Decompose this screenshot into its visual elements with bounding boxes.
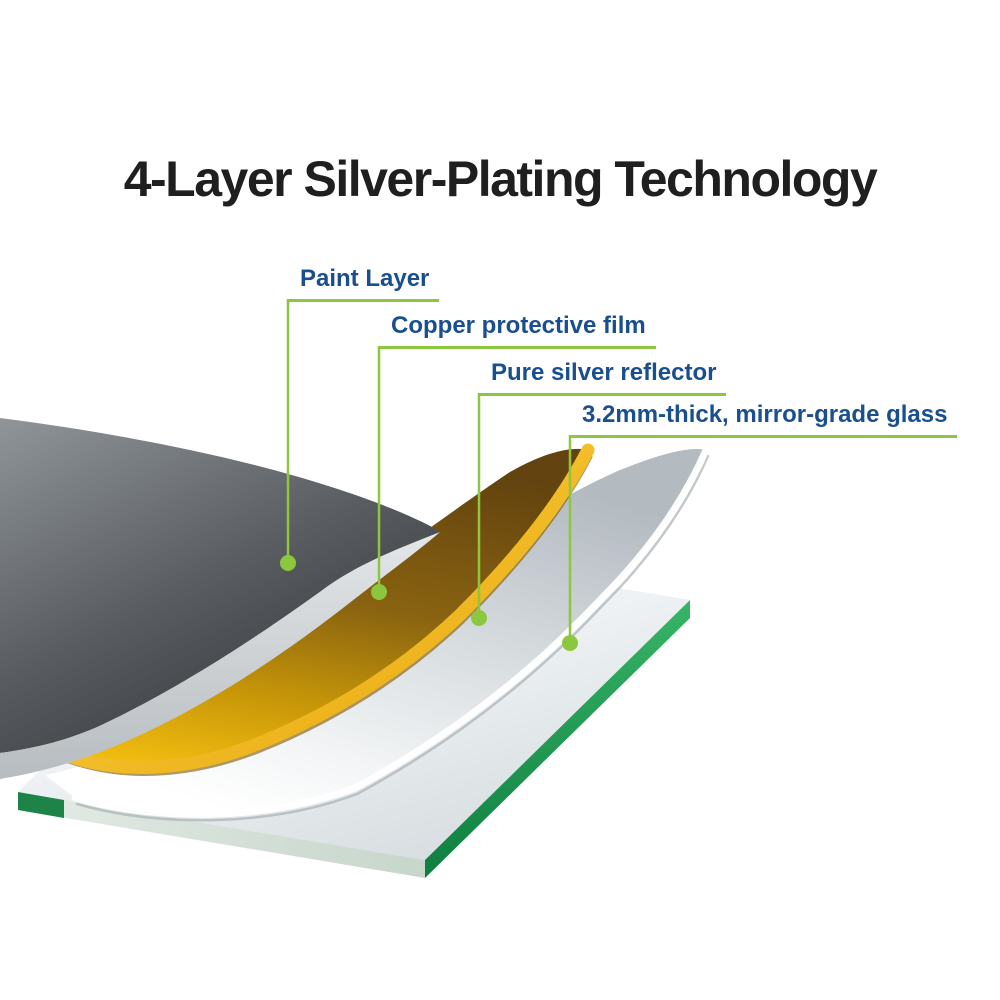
copper-film-sheet	[35, 443, 595, 776]
label-copper-film: Copper protective film	[378, 312, 656, 349]
glass-right-edge	[425, 600, 690, 878]
paint-sheet-surface	[0, 418, 440, 753]
leader-lines	[286, 299, 572, 636]
paint-layer-sheet	[0, 418, 440, 779]
silver-reflector-dot	[471, 610, 487, 626]
silver-edge-highlight	[71, 446, 710, 818]
paint-edge-band	[0, 532, 440, 779]
paint-layer-dot	[280, 555, 296, 571]
page-title: 4-Layer Silver-Plating Technology	[123, 151, 878, 207]
copper-sheet-surface	[35, 448, 588, 768]
glass-corner-accent	[18, 792, 64, 818]
copper-edge-shadow	[59, 455, 593, 776]
label-silver-reflector: Pure silver reflector	[478, 359, 727, 396]
marker-dots	[280, 555, 578, 651]
label-mirror-grade-glass: 3.2mm-thick, mirror-grade glass	[569, 401, 958, 438]
label-paint-layer: Paint Layer	[287, 265, 440, 302]
silver-edge-shadow	[75, 454, 710, 822]
glass-dot	[562, 635, 578, 651]
copper-edge-highlight	[51, 443, 595, 774]
copper-film-dot	[371, 584, 387, 600]
